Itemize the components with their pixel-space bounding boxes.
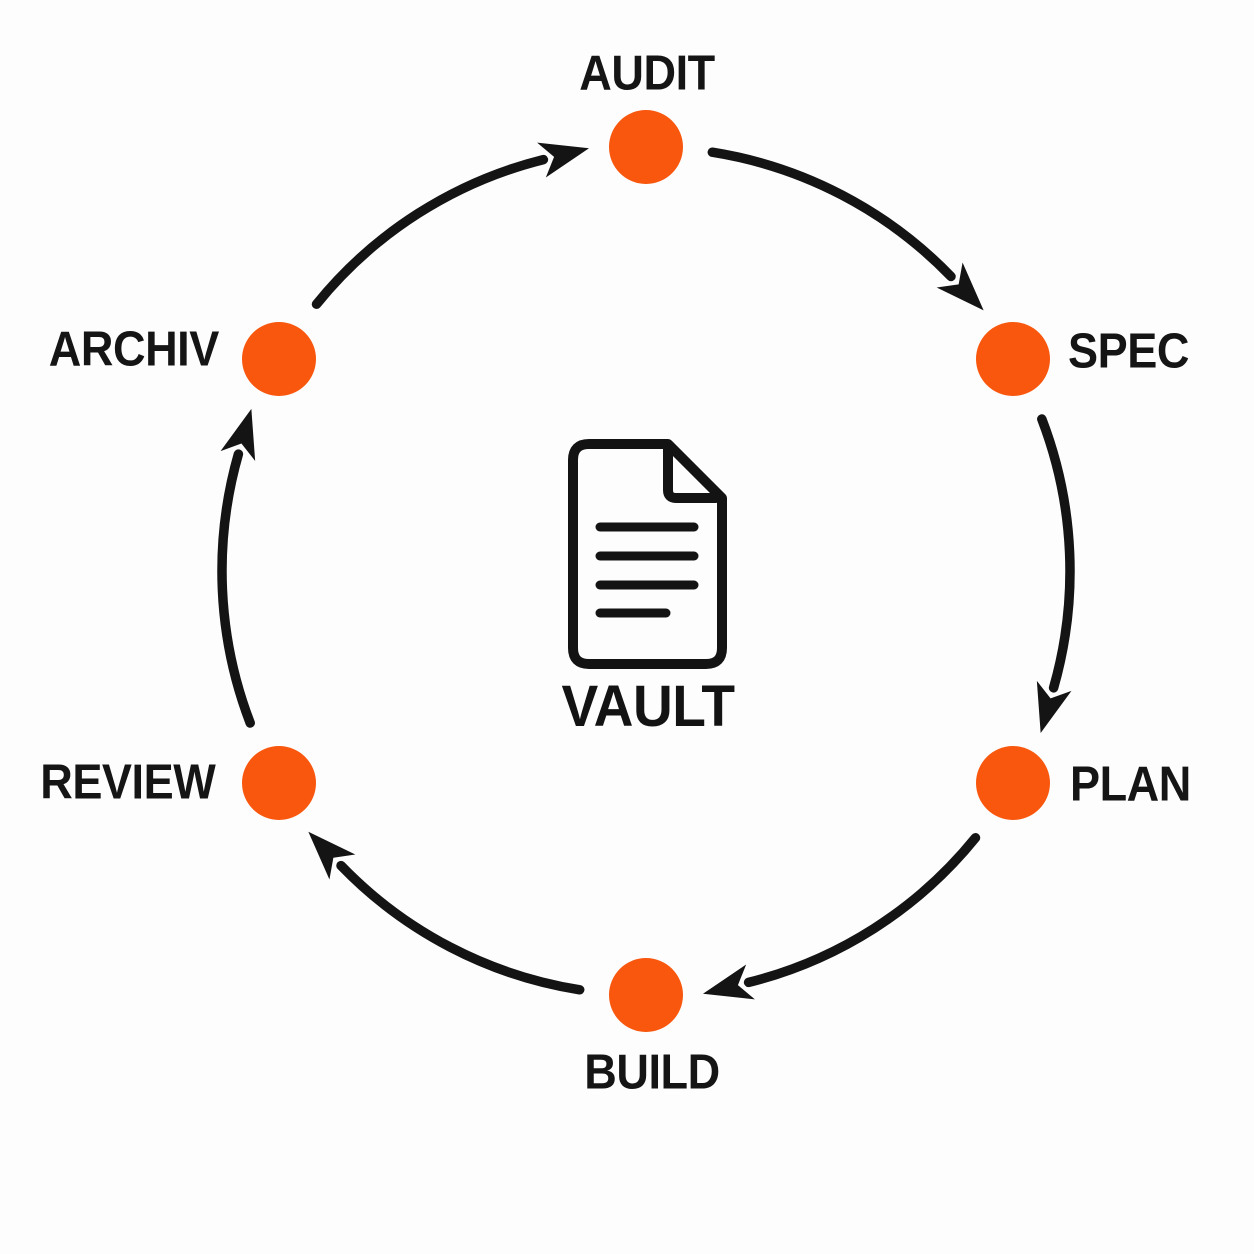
cycle-arrows-layer — [217, 142, 1075, 1000]
node-label-spec: SPEC — [1068, 324, 1189, 379]
node-label-build: BUILD — [584, 1045, 720, 1100]
node-label-audit: AUDIT — [579, 46, 715, 101]
node-dot-review — [242, 746, 316, 820]
arrow-archiv-to-audit — [311, 142, 589, 309]
node-dot-build — [609, 958, 683, 1032]
node-dot-archiv — [242, 322, 316, 396]
node-dot-spec — [976, 322, 1050, 396]
document-icon — [568, 439, 727, 669]
node-label-plan: PLAN — [1070, 757, 1191, 812]
arrow-spec-to-plan — [1036, 414, 1075, 733]
node-dot-plan — [976, 746, 1050, 820]
arrow-plan-to-build — [703, 833, 981, 1000]
node-label-archiv: ARCHIV — [48, 322, 220, 377]
cycle-nodes-layer — [242, 110, 1050, 1032]
center-label: VAULT — [561, 674, 735, 739]
node-label-review: REVIEW — [39, 755, 216, 810]
arrow-audit-to-spec — [707, 147, 984, 311]
node-dot-audit — [609, 110, 683, 184]
arrow-review-to-archiv — [217, 408, 256, 728]
arrow-build-to-review — [308, 831, 585, 995]
